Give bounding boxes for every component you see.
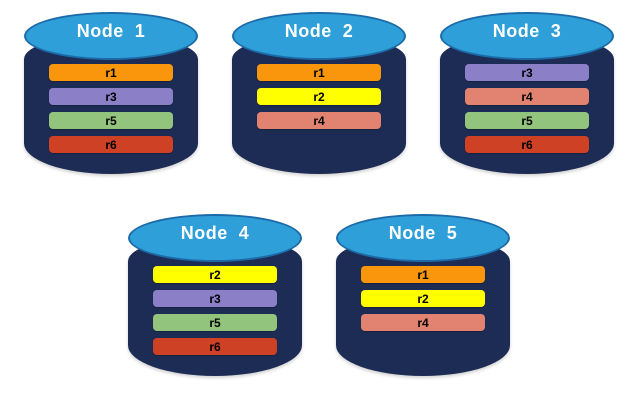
node-cylinder[interactable]: Node 2 r1 r2 r4 xyxy=(228,8,410,188)
replica-bar[interactable]: r2 xyxy=(257,88,381,105)
replica-bar[interactable]: r1 xyxy=(257,64,381,81)
replica-list: r1 r3 r5 r6 xyxy=(20,64,202,153)
node-label: Node 5 xyxy=(388,223,458,243)
cylinder-top-ellipse xyxy=(232,12,406,60)
replica-bar[interactable]: r3 xyxy=(49,88,173,105)
replica-list: r1 r2 r4 xyxy=(332,266,514,331)
replica-bar[interactable]: r6 xyxy=(153,338,277,355)
replica-list: r1 r2 r4 xyxy=(228,64,410,129)
replica-list: r2 r3 r5 r6 xyxy=(124,266,306,355)
replica-bar[interactable]: r2 xyxy=(361,290,485,307)
cylinder-top-ellipse xyxy=(128,214,302,262)
replica-bar[interactable]: r5 xyxy=(153,314,277,331)
node-cylinder[interactable]: Node 1 r1 r3 r5 r6 xyxy=(20,8,202,188)
node-cylinder[interactable]: Node 5 r1 r2 r4 xyxy=(332,210,514,390)
node-label: Node 2 xyxy=(284,21,354,41)
replica-bar[interactable]: r4 xyxy=(257,112,381,129)
replica-bar[interactable]: r4 xyxy=(465,88,589,105)
node-label: Node 4 xyxy=(180,223,250,243)
replica-bar[interactable]: r3 xyxy=(465,64,589,81)
cylinder-top-ellipse xyxy=(336,214,510,262)
node-cylinder[interactable]: Node 3 r3 r4 r5 r6 xyxy=(436,8,618,188)
replica-bar[interactable]: r5 xyxy=(465,112,589,129)
replica-bar[interactable]: r1 xyxy=(361,266,485,283)
replica-bar[interactable]: r6 xyxy=(465,136,589,153)
node-cylinder[interactable]: Node 4 r2 r3 r5 r6 xyxy=(124,210,306,390)
node-label: Node 3 xyxy=(492,21,562,41)
node-row-top: Node 1 r1 r3 r5 r6 Node 2 r1 r2 r4 Node 3 r3 r4 r5 r6 xyxy=(0,8,638,188)
replica-bar[interactable]: r4 xyxy=(361,314,485,331)
replica-bar[interactable]: r1 xyxy=(49,64,173,81)
node-label: Node 1 xyxy=(76,21,146,41)
replica-bar[interactable]: r5 xyxy=(49,112,173,129)
replica-bar[interactable]: r3 xyxy=(153,290,277,307)
replica-bar[interactable]: r6 xyxy=(49,136,173,153)
cylinder-top-ellipse xyxy=(24,12,198,60)
cylinder-top-ellipse xyxy=(440,12,614,60)
replica-bar[interactable]: r2 xyxy=(153,266,277,283)
node-row-bottom: Node 4 r2 r3 r5 r6 Node 5 r1 r2 r4 xyxy=(0,210,638,390)
replica-list: r3 r4 r5 r6 xyxy=(436,64,618,153)
